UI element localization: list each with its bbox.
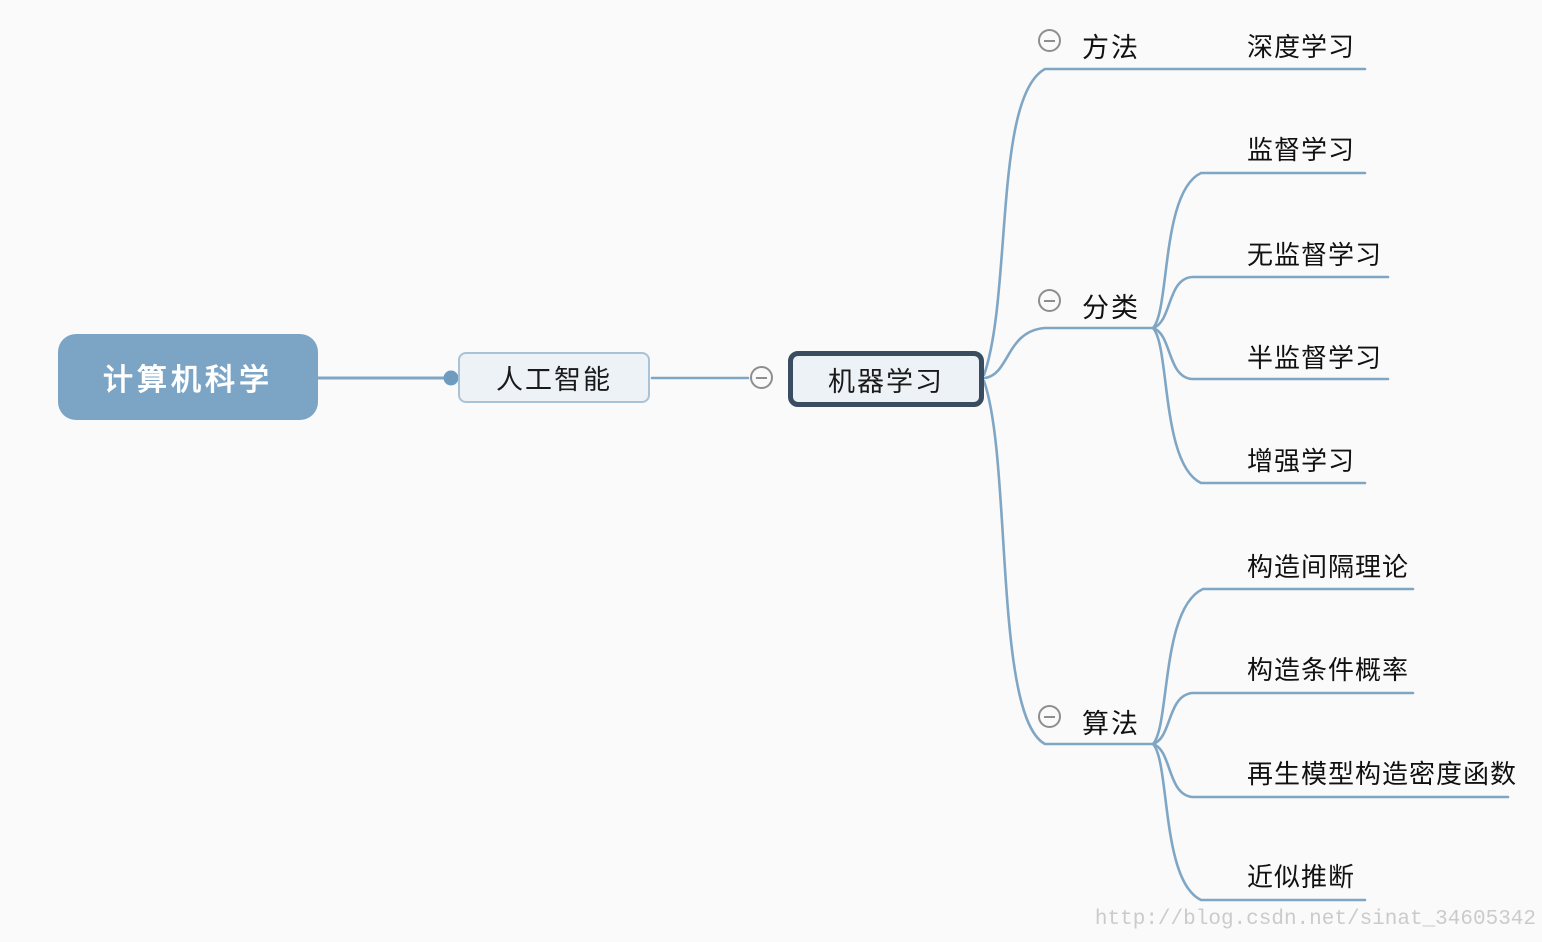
node-semisupervised-learning[interactable]: 半监督学习 [1247,343,1383,373]
minus-icon [1044,39,1055,42]
minus-icon [756,376,767,379]
watermark-url: http://blog.csdn.net/sinat_34605342 [1094,908,1536,931]
collapse-button-machine-learning[interactable] [750,366,773,389]
node-deep-learning[interactable]: 深度学习 [1247,32,1356,62]
edge-classification-to-unsupervised [1151,275,1390,330]
edge-classification-to-reinforcement [1151,326,1367,485]
node-algorithm[interactable]: 算法 [1082,709,1140,739]
node-approximate-inference[interactable]: 近似推断 [1247,862,1356,892]
edge-ml-to-classification [983,326,1155,380]
node-margin-theory[interactable]: 构造间隔理论 [1247,552,1410,582]
node-supervised-learning[interactable]: 监督学习 [1247,135,1356,165]
edge-algorithm-to-margin-theory [1151,587,1415,746]
node-unsupervised-learning[interactable]: 无监督学习 [1247,240,1383,270]
collapse-button-algorithm[interactable] [1038,705,1061,728]
edge-ml-to-algorithm [982,379,1155,746]
node-artificial-intelligence[interactable]: 人工智能 [458,352,650,403]
node-conditional-probability[interactable]: 构造条件概率 [1247,655,1410,685]
edge-algorithm-to-conditional-probability [1151,691,1415,746]
edge-junction-dot [443,370,459,386]
node-machine-learning-selected[interactable]: 机器学习 [788,351,984,407]
edge-algorithm-to-density-function [1151,742,1510,799]
edge-classification-to-supervised [1151,171,1367,330]
node-reinforcement-learning[interactable]: 增强学习 [1247,446,1356,476]
edge-classification-to-semisupervised [1151,326,1390,381]
node-classification[interactable]: 分类 [1082,293,1140,323]
node-method[interactable]: 方法 [1082,33,1140,63]
node-generative-density-function[interactable]: 再生模型构造密度函数 [1247,759,1518,789]
edge-ml-to-method-and-deeplearning [982,67,1367,377]
node-computer-science[interactable]: 计算机科学 [58,334,318,420]
edge-algorithm-to-approximate-inference [1151,742,1367,902]
minus-icon [1044,299,1055,302]
collapse-button-method[interactable] [1038,29,1061,52]
minus-icon [1044,715,1055,718]
collapse-button-classification[interactable] [1038,289,1061,312]
